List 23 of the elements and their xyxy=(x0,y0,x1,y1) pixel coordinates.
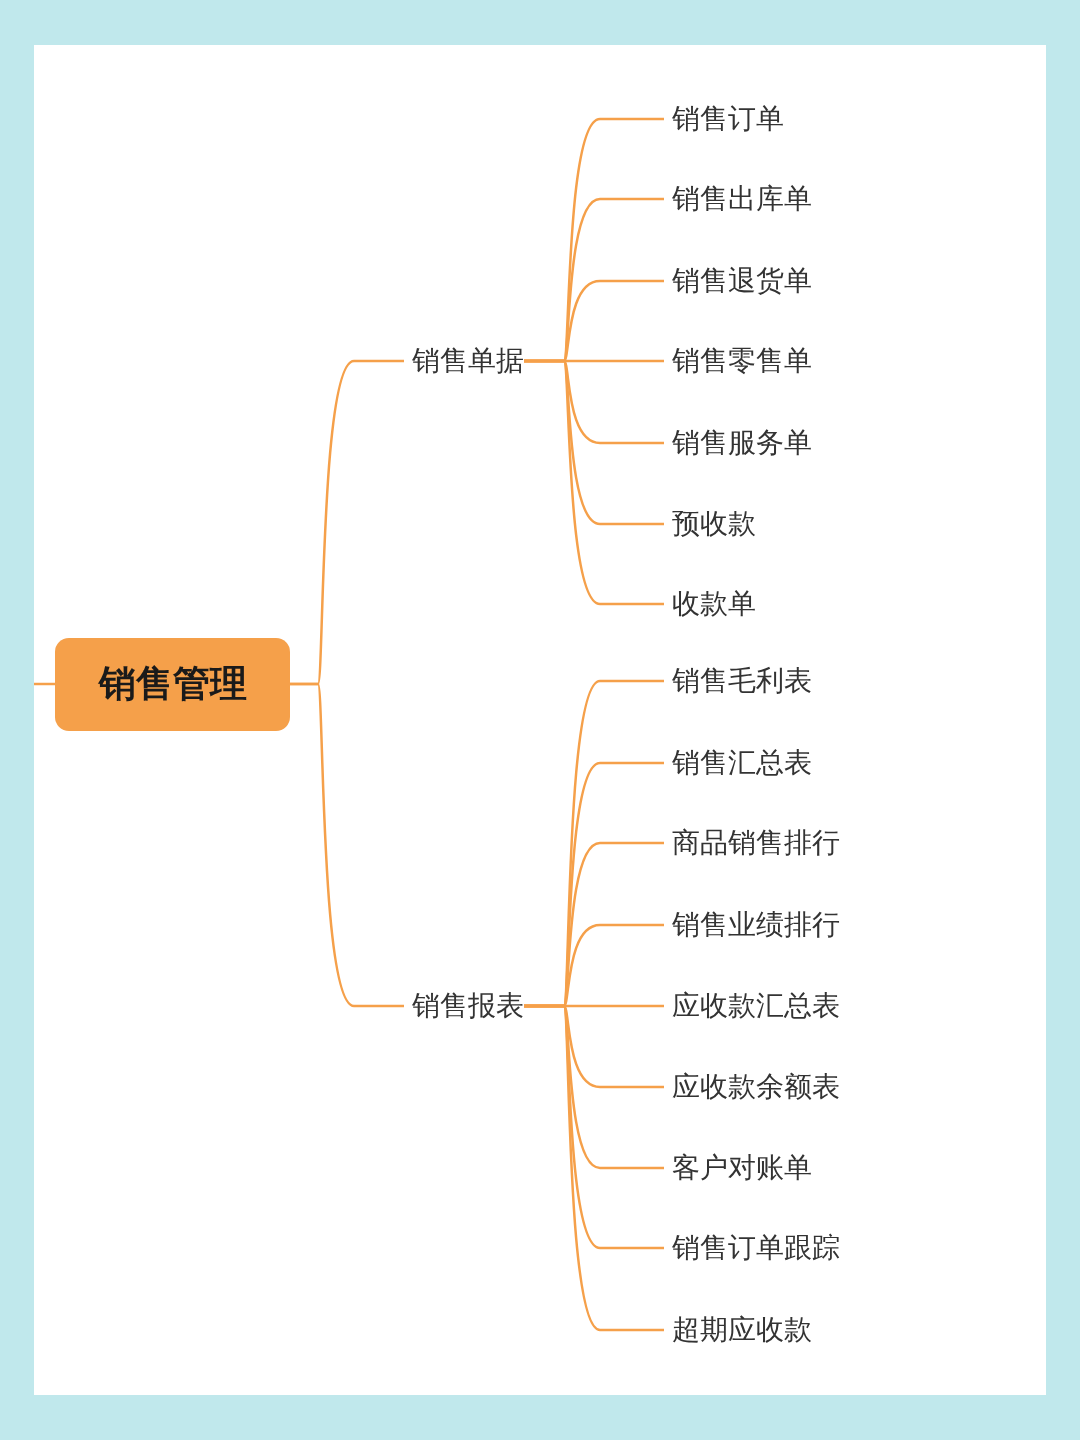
leaf-topic: 收款单 xyxy=(672,582,756,626)
connector-line xyxy=(524,1004,664,1332)
leaf-topic: 销售出库单 xyxy=(672,177,812,221)
leaf-topic: 销售零售单 xyxy=(672,339,812,383)
leaf-topic: 应收款余额表 xyxy=(672,1065,840,1109)
leaf-topic: 销售订单 xyxy=(672,97,784,141)
leaf-topic: 客户对账单 xyxy=(672,1146,812,1190)
leaf-topic: 销售服务单 xyxy=(672,421,812,465)
leaf-topic: 预收款 xyxy=(672,502,756,546)
leaf-topic: 应收款汇总表 xyxy=(672,984,840,1028)
branch-topic: 销售单据 xyxy=(412,339,524,383)
connector-line xyxy=(524,359,664,606)
leaf-topic: 商品销售排行 xyxy=(672,821,840,865)
leaf-topic: 销售退货单 xyxy=(672,259,812,303)
leaf-topic: 销售毛利表 xyxy=(672,659,812,703)
leaf-topic: 销售订单跟踪 xyxy=(672,1226,840,1270)
branch-topic: 销售报表 xyxy=(412,984,524,1028)
leaf-topic: 销售汇总表 xyxy=(672,741,812,785)
connector-line xyxy=(34,682,55,686)
leaf-topic: 销售业绩排行 xyxy=(672,903,840,947)
connector-line xyxy=(290,682,404,1008)
leaf-topic: 超期应收款 xyxy=(672,1308,812,1352)
root-topic-box: 销售管理 xyxy=(55,637,290,731)
